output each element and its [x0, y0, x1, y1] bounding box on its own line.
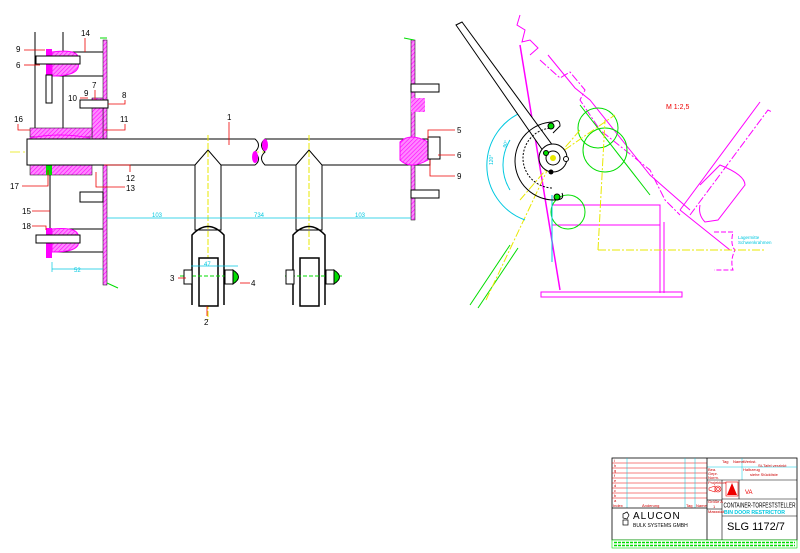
- alucon-logo-icon: [725, 481, 739, 497]
- dim-center-span: 734: [254, 213, 265, 219]
- rev-row: a: [614, 498, 617, 503]
- row-gepr: Gepr.: [708, 471, 718, 476]
- part-label: 4: [251, 279, 256, 288]
- title-block: i h g f e d c b a Index Änderung Tag Nam…: [611, 457, 798, 549]
- angle-90: 90°: [502, 140, 510, 149]
- drawing-number: SLG 1172/7: [727, 521, 785, 533]
- wheel-leg-right: [285, 135, 342, 307]
- part-label: 2: [204, 318, 209, 327]
- shaft: [26, 138, 259, 166]
- part-label: 7: [92, 81, 97, 90]
- company-subtitle: BULK SYSTEMS GMBH: [633, 523, 688, 529]
- rev-row: f: [614, 473, 616, 478]
- part-label: 9: [457, 172, 462, 181]
- front-view: 103 734 103 52 47 9 6 14 7 9 10 8 11 16 …: [10, 29, 462, 327]
- dim-right-offset: 103: [355, 213, 366, 219]
- rev-row: c: [614, 488, 616, 493]
- part-label: 11: [120, 115, 129, 124]
- rev-header-name: Name: [696, 503, 707, 508]
- rev-row: b: [614, 493, 617, 498]
- row-norm: Norm.: [708, 475, 719, 480]
- part-label: 10: [68, 94, 77, 103]
- scale-label: Massstab: [708, 509, 726, 514]
- dim-flange-depth: 52: [74, 268, 81, 274]
- part-label: 14: [81, 29, 90, 38]
- part-label: 15: [22, 207, 31, 216]
- part-label: 3: [170, 274, 175, 283]
- rev-header-index: Index: [613, 503, 623, 508]
- part-label: 18: [22, 222, 31, 231]
- semi-label: Halbzeug: [743, 467, 760, 472]
- gear-segment: [522, 127, 554, 189]
- part-label: 5: [457, 126, 462, 135]
- company-logo-icon: [622, 511, 630, 526]
- part-label: 6: [457, 151, 462, 160]
- semi-value: siehe Stückliste: [750, 472, 779, 477]
- material-label: Werkst.: [743, 459, 756, 464]
- dim-wheel-axle: 47: [204, 262, 211, 268]
- copyright-strip: [611, 539, 798, 549]
- part-label: 16: [14, 115, 23, 124]
- scale-note: M 1:2,5: [666, 104, 689, 111]
- part-label: 17: [10, 182, 19, 191]
- va-label: VA: [745, 490, 753, 496]
- part-label: 12: [126, 174, 135, 183]
- part-label: 8: [122, 91, 127, 100]
- head-name: Name: [733, 459, 744, 464]
- row-bea: Bea.: [708, 467, 716, 472]
- rev-row: i: [614, 458, 615, 463]
- projection-symbol-icon: [708, 485, 722, 493]
- part-label: 13: [126, 184, 135, 193]
- title-german: CONTAINER-TORFESTSTELLER: [724, 501, 796, 510]
- rev-row: h: [614, 463, 616, 468]
- dim-left-offset: 103: [152, 213, 163, 219]
- rev-row: e: [614, 478, 617, 483]
- part-label: 9: [84, 89, 89, 98]
- head-day: Tag: [722, 459, 728, 464]
- part-label: 6: [16, 61, 21, 70]
- part-label: 9: [16, 45, 21, 54]
- company-name: ALUCON: [633, 511, 681, 522]
- side-view: 120° 90° M 1:2,5 Lagermitte Schwenkrahme…: [455, 14, 773, 309]
- rev-row: g: [614, 468, 616, 473]
- rev-header-change: Änderung: [642, 503, 659, 508]
- part-label: 1: [227, 113, 232, 122]
- projection-label: Projektion: [708, 480, 726, 485]
- title-english: BIN DOOR RESTRICTOR: [724, 510, 785, 516]
- wheel-leg-left: [180, 135, 240, 320]
- rev-row: d: [614, 483, 616, 488]
- rev-header-day: Tag: [686, 503, 692, 508]
- size-value: 1: [713, 504, 716, 509]
- angle-120: 120°: [489, 155, 495, 165]
- size-label: Größe A: [708, 499, 723, 504]
- annotation-line-1: Lagermitte: [738, 235, 760, 240]
- annotation-line-2: Schwenkrahmen: [738, 240, 772, 245]
- lever-handle: [455, 21, 557, 159]
- material-value: St-Tafel verzinkt: [758, 463, 787, 468]
